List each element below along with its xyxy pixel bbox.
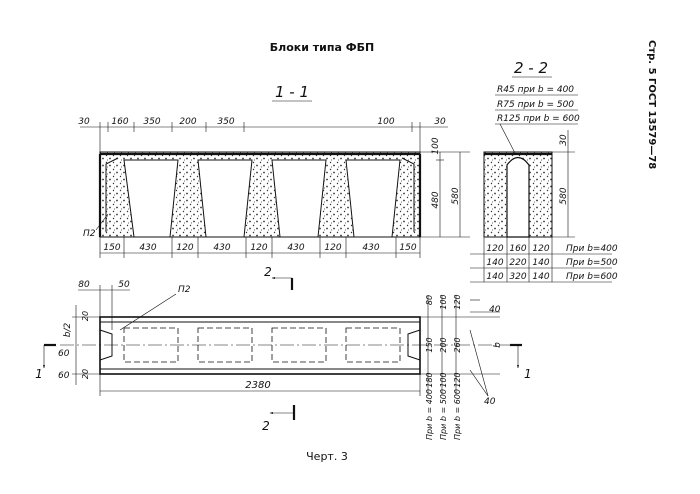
table-r0-b: 160 bbox=[509, 244, 526, 254]
void-2 bbox=[197, 159, 253, 238]
plan-right-dim-lines bbox=[420, 295, 500, 397]
plan-right-top-0: 80 bbox=[425, 295, 434, 305]
radius-2: R125 при b = 600 bbox=[497, 114, 580, 124]
table-r0-a: 120 bbox=[486, 244, 503, 254]
void-3 bbox=[271, 159, 327, 238]
section-table-lines bbox=[470, 237, 612, 283]
plan-dim-50: 50 bbox=[118, 280, 130, 290]
plan-right-mid-0: 150 bbox=[425, 337, 434, 352]
view-2-2-label: 2 - 2 bbox=[514, 59, 548, 77]
plan-note-2: При b = 600 bbox=[453, 389, 462, 440]
bottom-dim-8: 150 bbox=[399, 243, 416, 253]
plan-right-mid-2: 260 bbox=[453, 337, 462, 352]
bottom-dim-7: 430 bbox=[362, 243, 379, 253]
bottom-dim-6: 120 bbox=[324, 243, 341, 253]
view-2-2: 2 - 2 R45 при b = 400 R75 при b = 500 R1… bbox=[470, 59, 618, 283]
table-r0-c: 120 bbox=[532, 244, 549, 254]
plan-outline bbox=[99, 316, 421, 375]
right-dim-1: 480 bbox=[431, 191, 441, 208]
right-dim-2: 580 bbox=[451, 187, 461, 204]
plan-dim-60b: 60 bbox=[58, 371, 70, 381]
bottom-dim-1: 430 bbox=[139, 243, 156, 253]
table-r2-note: При b=600 bbox=[566, 272, 618, 282]
radius-0: R45 при b = 400 bbox=[497, 85, 574, 95]
plan-right-low-1: 100 bbox=[439, 372, 448, 387]
top-dim-ticks bbox=[99, 122, 421, 152]
right-dim-0: 100 bbox=[431, 137, 441, 154]
plan-right-40-top: 40 bbox=[489, 305, 501, 315]
plan-note-0: При b = 400 bbox=[425, 389, 434, 440]
bottom-dim-2: 120 bbox=[176, 243, 193, 253]
bottom-dim-ticks bbox=[123, 237, 397, 258]
section-mark-2-top: 2 bbox=[264, 265, 272, 279]
view-1-1: 1 - 1 30 160 350 200 350 100 30 bbox=[78, 83, 470, 258]
bottom-dim-3: 430 bbox=[213, 243, 230, 253]
table-r2-a: 140 bbox=[486, 272, 503, 282]
top-dim-0: 30 bbox=[78, 117, 90, 127]
void-1 bbox=[123, 159, 179, 238]
section-mark-1-left: 1 bbox=[35, 367, 43, 381]
section-right-dim-0: 30 bbox=[559, 134, 569, 146]
table-r1-c: 140 bbox=[532, 258, 549, 268]
plan-length: 2380 bbox=[245, 380, 270, 391]
plan-right-top-2: 120 bbox=[453, 294, 462, 309]
bottom-dim-4: 120 bbox=[250, 243, 267, 253]
plan-right-40-bottom: 40 bbox=[484, 397, 496, 407]
callout-leader bbox=[95, 213, 109, 231]
view-1-1-label: 1 - 1 bbox=[275, 83, 309, 101]
section-mark-2-bottom: 2 bbox=[262, 419, 270, 433]
drawing-title: Блоки типа ФБП bbox=[270, 41, 374, 54]
void-4 bbox=[345, 159, 401, 238]
plan-note-1: При b = 500 bbox=[439, 389, 448, 440]
bottom-dim-5: 430 bbox=[287, 243, 304, 253]
table-r2-c: 140 bbox=[532, 272, 549, 282]
top-dim-6: 30 bbox=[434, 117, 446, 127]
plan-dim-20a: 20 bbox=[81, 311, 90, 321]
plan-dim-b2: b/2 bbox=[63, 322, 73, 337]
plan-view: 2 1 1 80 50 b/2 60 60 20 bbox=[35, 265, 531, 440]
section-right-dim-1: 580 bbox=[559, 187, 569, 204]
plan-right-mid-1: 200 bbox=[439, 337, 448, 352]
plan-dim-80: 80 bbox=[78, 280, 90, 290]
plan-right-low-0: 180 bbox=[425, 372, 434, 387]
radius-1: R75 при b = 500 bbox=[497, 100, 574, 110]
plan-b-mark: b bbox=[493, 342, 503, 348]
section-mark-1-right: 1 bbox=[524, 367, 532, 381]
figure-caption: Черт. 3 bbox=[306, 450, 348, 463]
side-header: Стр. 5 ГОСТ 13579—78 bbox=[646, 40, 657, 169]
plan-dim-60a: 60 bbox=[58, 349, 70, 359]
plan-void-1 bbox=[123, 327, 179, 363]
top-dim-1: 160 bbox=[111, 117, 128, 127]
table-r1-b: 220 bbox=[509, 258, 526, 268]
callout-p2: П2 bbox=[83, 229, 96, 239]
section-void bbox=[506, 156, 530, 238]
radius-notes: R45 при b = 400 R75 при b = 500 R125 при… bbox=[495, 85, 580, 156]
table-r1-a: 140 bbox=[486, 258, 503, 268]
top-dim-3: 200 bbox=[179, 117, 196, 127]
plan-callout-p2: П2 bbox=[178, 285, 191, 295]
plan-dim-20b: 20 bbox=[81, 369, 90, 379]
table-r2-b: 320 bbox=[509, 272, 526, 282]
top-dim-4: 350 bbox=[217, 117, 234, 127]
bottom-dim-0: 150 bbox=[103, 243, 120, 253]
plan-right-top-1: 100 bbox=[439, 294, 448, 309]
top-dim-5: 100 bbox=[377, 117, 394, 127]
top-dim-2: 350 bbox=[143, 117, 160, 127]
table-r0-note: При b=400 bbox=[566, 244, 618, 254]
reinforcement-loops bbox=[105, 157, 415, 232]
table-r1-note: При b=500 bbox=[566, 258, 618, 268]
plan-right-low-2: 120 bbox=[453, 372, 462, 387]
plan-callout-leader bbox=[119, 293, 177, 331]
